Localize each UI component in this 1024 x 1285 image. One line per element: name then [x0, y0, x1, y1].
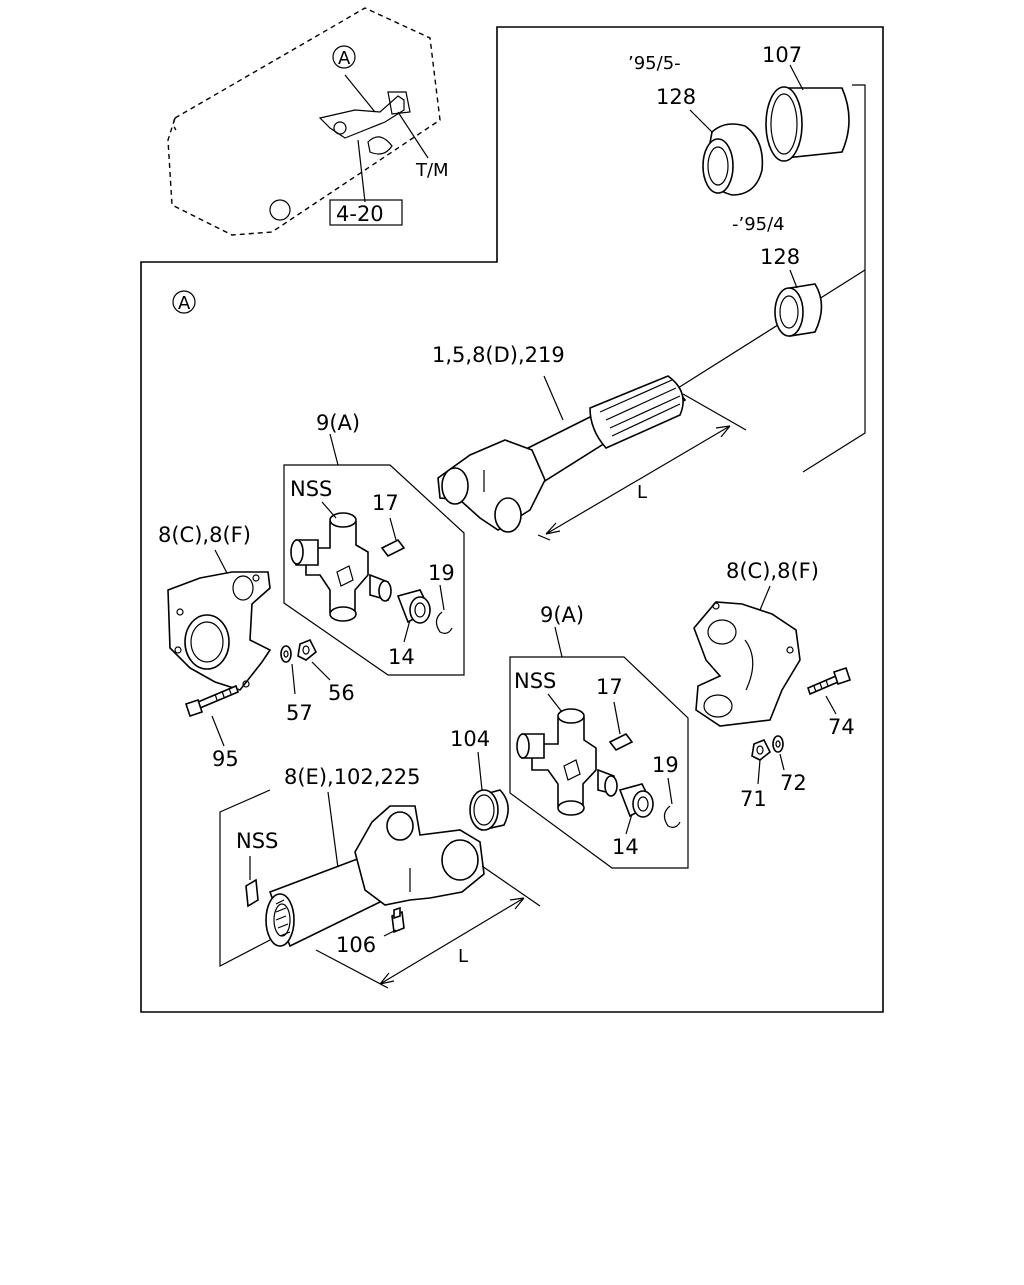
label-107: 107	[762, 43, 802, 67]
label-nss-rear: NSS	[236, 829, 278, 853]
label-57: 57	[286, 701, 313, 725]
label-56: 56	[328, 681, 355, 705]
front-propeller-shaft	[437, 375, 687, 533]
label-71: 71	[740, 787, 767, 811]
rear-bracket-line	[219, 789, 271, 967]
label-104: 104	[450, 727, 490, 751]
label-kit-top: 9(A)	[316, 411, 360, 435]
alt-bracket-line	[802, 84, 866, 473]
flange-yoke-right	[693, 601, 801, 727]
label-95: 95	[212, 747, 239, 771]
inset-callout-circle	[332, 45, 356, 69]
washer-72	[772, 735, 784, 753]
axis-line-top	[677, 269, 866, 389]
bearing-cup-top	[396, 589, 432, 624]
label-nss-top: NSS	[290, 477, 332, 501]
label-front-shaft: 1,5,8(D),219	[432, 343, 565, 367]
label-14-top: 14	[388, 645, 415, 669]
label-17-bottom: 17	[596, 675, 623, 699]
bolt-74	[807, 666, 852, 696]
main-callout-circle	[172, 290, 196, 314]
bolt-95	[184, 684, 239, 718]
main-frame	[140, 26, 884, 1013]
label-flange-left: 8(C),8(F)	[158, 523, 251, 547]
part-128-boot-new	[689, 109, 764, 196]
figure-ref-box	[329, 199, 403, 226]
label-kit-bottom: 9(A)	[540, 603, 584, 627]
label-nss-bottom: NSS	[514, 669, 556, 693]
nut-71	[751, 738, 772, 761]
label-length-top: L	[637, 482, 647, 503]
flange-yoke-left	[167, 571, 272, 691]
label-106: 106	[336, 933, 376, 957]
bearing-cup-bottom	[618, 783, 654, 818]
washer-57	[280, 645, 292, 663]
kit-top-frame	[283, 464, 465, 676]
part-104-ring	[469, 789, 509, 831]
label-date-new: ’95/5-	[628, 53, 681, 74]
label-14-bottom: 14	[612, 835, 639, 859]
main-callout-letter: A	[178, 293, 191, 314]
snap-ring-top	[435, 611, 453, 634]
label-72: 72	[780, 771, 807, 795]
label-128-new: 128	[656, 85, 696, 109]
label-flange-right: 8(C),8(F)	[726, 559, 819, 583]
dimension-length-top	[537, 393, 747, 541]
part-107-sleeve	[765, 64, 850, 162]
label-date-old: -’95/4	[732, 214, 785, 235]
dimension-length-bottom	[315, 865, 541, 989]
part-128-boot-old	[774, 269, 823, 337]
spider-cross-top	[290, 512, 406, 622]
label-rear-shaft: 8(E),102,225	[284, 765, 421, 789]
snap-ring-bottom	[663, 805, 681, 828]
label-74: 74	[828, 715, 855, 739]
label-length-bottom: L	[458, 946, 468, 967]
label-19-bottom: 19	[652, 753, 679, 777]
figure-ref-label: 4-20	[336, 202, 384, 226]
kit-bottom-frame	[509, 656, 689, 869]
inset-vehicle-view: A T/M 4-20	[167, 7, 449, 236]
label-17-top: 17	[372, 491, 399, 515]
grease-nipple-106	[391, 906, 405, 934]
nut-56	[297, 638, 318, 661]
rear-slip-yoke-shaft	[265, 805, 485, 948]
transmission-label: T/M	[415, 160, 449, 181]
label-128-old: 128	[760, 245, 800, 269]
plug-nss-rear	[245, 878, 259, 908]
label-19-top: 19	[428, 561, 455, 585]
spider-cross-bottom	[516, 708, 634, 816]
inset-callout-letter: A	[338, 48, 351, 69]
